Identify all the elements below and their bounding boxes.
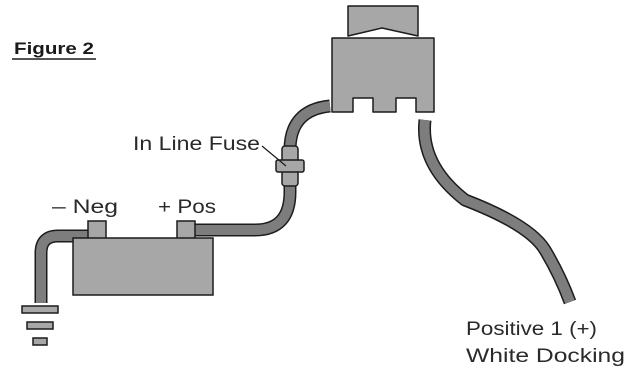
figure-title-group: Figure 2 xyxy=(12,39,96,60)
figure-title: Figure 2 xyxy=(14,39,94,58)
output-wire xyxy=(418,119,577,305)
fuse-leader-line xyxy=(261,145,287,167)
battery-icon xyxy=(72,220,214,296)
switch-body xyxy=(331,37,435,113)
positive-terminal-label: + Pos xyxy=(158,197,216,218)
in-line-fuse-icon xyxy=(275,145,305,187)
output-label-line2: White Docking xyxy=(466,346,625,367)
switch-rocker xyxy=(347,5,419,37)
output-label-line1: Positive 1 (+) xyxy=(466,319,597,340)
battery-body xyxy=(72,237,214,296)
positive-supply-wire xyxy=(195,99,331,237)
fuse-label: In Line Fuse xyxy=(133,134,260,155)
ground-wire xyxy=(34,229,88,303)
rocker-switch-icon xyxy=(331,5,435,113)
ground-symbol-icon xyxy=(21,305,59,346)
negative-terminal-label: – Neg xyxy=(52,197,118,218)
